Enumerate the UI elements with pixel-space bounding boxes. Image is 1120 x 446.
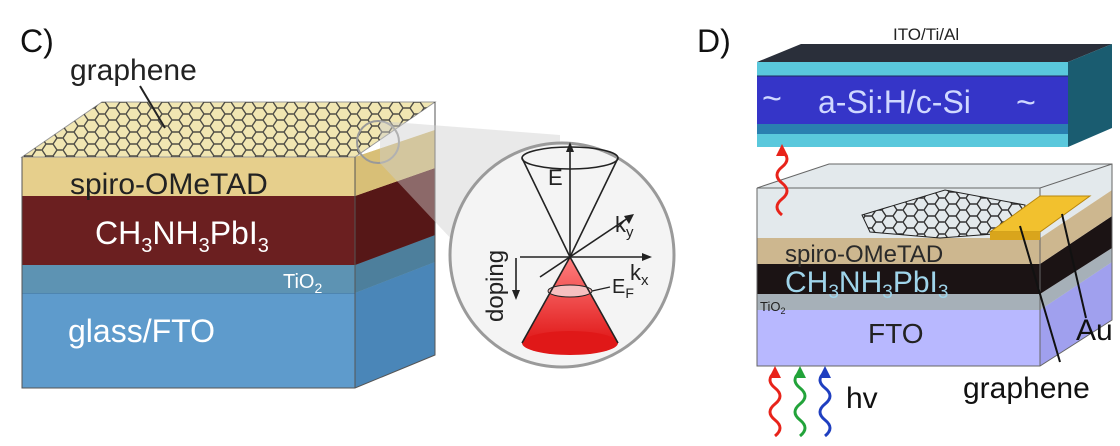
c-glass-layer — [22, 262, 435, 388]
c-perovskite-layer — [22, 168, 435, 265]
d-silicon-label: a-Si:H/c-Si — [818, 84, 971, 120]
panel-d-label: D) — [697, 23, 731, 59]
c-graphene-sheet — [20, 101, 437, 158]
c-graphene-pointer — [139, 85, 166, 129]
d-tilde-left: ~ — [762, 80, 782, 118]
d-incident-light-icon — [768, 366, 832, 438]
d-tilde-right: ~ — [1016, 84, 1036, 122]
c-spiro-label: spiro-OMeTAD — [70, 168, 268, 201]
d-hv-label: hv — [846, 382, 878, 415]
c-inset-kx-label: kx — [630, 260, 649, 289]
d-silicon-block — [757, 44, 1112, 147]
d-tio2-label: TiO2 — [760, 299, 785, 316]
c-graphene-label: graphene — [70, 54, 197, 87]
c-inset-ef-label: EF — [612, 276, 634, 301]
d-au-label: Au — [1076, 314, 1113, 347]
c-zoom-spot — [356, 120, 400, 164]
d-perovskite-layer — [757, 216, 1112, 294]
d-graphene-pointer — [1019, 225, 1061, 363]
c-perovskite-label: CH3NH3PbI3 — [95, 215, 269, 257]
d-fto-label: FTO — [868, 318, 923, 349]
c-inset-doping-label: doping — [482, 250, 509, 322]
c-tio2-label: TiO2 — [283, 271, 322, 296]
c-inset-ky-label: ky — [615, 212, 634, 241]
c-tio2-layer — [22, 235, 435, 293]
d-tio2-layer — [757, 248, 1112, 310]
c-dirac-cone-inset — [448, 141, 676, 369]
d-gold-contact — [988, 195, 1092, 240]
d-top-contact-label: ITO/Ti/Al — [893, 25, 959, 44]
c-spiro-layer — [22, 130, 435, 196]
panel-c-label: C) — [20, 23, 54, 59]
d-spiro-layer — [757, 190, 1112, 264]
d-au-pointer — [1061, 213, 1087, 319]
d-perovskite-label: CH3NH3PbI3 — [785, 266, 948, 303]
c-glass-label: glass/FTO — [68, 313, 215, 349]
c-inset-energy-label: E — [548, 165, 563, 190]
d-emitted-photon-icon — [775, 144, 789, 217]
d-fto-layer — [757, 262, 1112, 366]
d-spiro-label: spiro-OMeTAD — [785, 241, 943, 268]
d-graphene-label: graphene — [963, 372, 1090, 405]
